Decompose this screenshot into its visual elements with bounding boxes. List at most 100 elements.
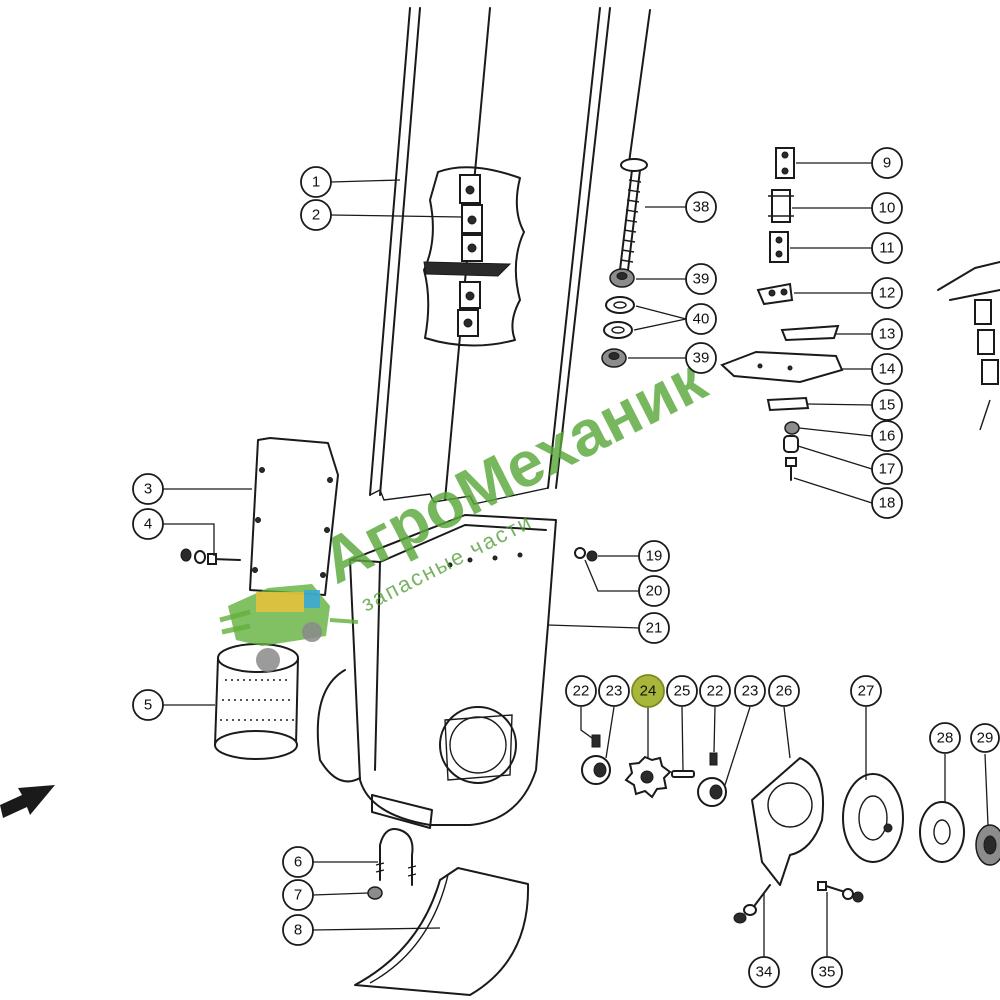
callout-29-label: 29 [977, 730, 994, 747]
callout-20: 20 [638, 575, 670, 607]
u-bolt [375, 828, 417, 886]
bolt-18 [785, 457, 797, 481]
callout-40-label: 40 [693, 311, 710, 328]
callout-13: 13 [871, 318, 903, 350]
callout-39a: 39 [685, 263, 717, 295]
callout-13-label: 13 [879, 326, 896, 343]
callout-22a-label: 22 [573, 683, 590, 700]
sprocket [624, 755, 672, 799]
callout-5: 5 [132, 689, 164, 721]
watermark-logo [219, 584, 359, 672]
callout-26: 26 [768, 675, 800, 707]
callout-16: 16 [871, 420, 903, 452]
chain-link-9 [775, 147, 795, 179]
callout-28: 28 [929, 722, 961, 754]
bolt-set-35 [817, 881, 864, 903]
direction-arrow-icon [0, 785, 55, 818]
bearing-23b [697, 777, 727, 807]
callout-14-label: 14 [879, 361, 896, 378]
bolt-set-34 [733, 884, 771, 924]
callout-1: 1 [300, 166, 332, 198]
grub-screw-22a [591, 734, 601, 748]
callout-38: 38 [685, 191, 717, 223]
callout-12: 12 [871, 277, 903, 309]
callout-1-label: 1 [312, 174, 320, 191]
elevator-chain-cutaway [423, 166, 525, 347]
callouts: 1 2 3 4 5 6 7 8 9 10 11 12 13 14 15 16 1… [132, 147, 1000, 988]
callout-21: 21 [638, 612, 670, 644]
bottom-tray [354, 867, 530, 996]
leader-lines [163, 162, 989, 957]
tension-rod [619, 9, 651, 271]
callout-24-label: 24 [640, 683, 657, 700]
callout-3-label: 3 [144, 481, 152, 498]
gasket-28 [919, 801, 965, 863]
callout-39a-label: 39 [693, 271, 710, 288]
callout-19: 19 [638, 540, 670, 572]
callout-17-label: 17 [879, 461, 896, 478]
callout-9-label: 9 [883, 155, 891, 172]
callout-25: 25 [666, 675, 698, 707]
callout-8: 8 [282, 914, 314, 946]
callout-4-label: 4 [144, 516, 152, 533]
callout-35-label: 35 [819, 964, 836, 981]
callout-10-label: 10 [879, 200, 896, 217]
callout-7-label: 7 [294, 887, 302, 904]
callout-14: 14 [871, 353, 903, 385]
callout-6-label: 6 [294, 854, 302, 871]
key-25 [671, 770, 695, 778]
callout-27-label: 27 [858, 683, 875, 700]
callout-19-label: 19 [646, 548, 663, 565]
callout-18: 18 [871, 487, 903, 519]
washer-lower [603, 321, 633, 339]
callout-29: 29 [970, 723, 1000, 753]
nut-upper [609, 268, 635, 288]
callout-6: 6 [282, 846, 314, 878]
nut-7 [367, 886, 383, 900]
callout-23b: 23 [734, 675, 766, 707]
callout-16-label: 16 [879, 428, 896, 445]
callout-23a: 23 [598, 675, 630, 707]
bolt-washer-19-20 [574, 547, 598, 562]
callout-38-label: 38 [693, 199, 710, 216]
flange-27 [842, 773, 904, 863]
chain-link-10 [768, 189, 794, 223]
conveyor-chain-edge [937, 261, 1000, 431]
callout-26-label: 26 [776, 683, 793, 700]
grub-screw-22b [709, 752, 718, 766]
callout-24: 24 [631, 674, 665, 708]
nut-16 [784, 421, 800, 435]
callout-34-label: 34 [756, 964, 773, 981]
callout-3: 3 [132, 473, 164, 505]
callout-5-label: 5 [144, 697, 152, 714]
plate-15 [766, 396, 810, 412]
paddle-13 [780, 324, 840, 342]
callout-8-label: 8 [294, 922, 302, 939]
callout-15: 15 [871, 389, 903, 421]
callout-2-label: 2 [312, 207, 320, 224]
callout-17: 17 [871, 453, 903, 485]
callout-25-label: 25 [674, 683, 691, 700]
bolt-nut-4 [180, 548, 241, 565]
cover-plate [249, 437, 339, 596]
callout-9: 9 [871, 147, 903, 179]
callout-20-label: 20 [646, 583, 663, 600]
callout-7: 7 [282, 879, 314, 911]
callout-15-label: 15 [879, 397, 896, 414]
callout-11: 11 [871, 232, 903, 264]
callout-23a-label: 23 [606, 683, 623, 700]
callout-40: 40 [685, 303, 717, 335]
nut-lower [601, 348, 627, 368]
callout-18-label: 18 [879, 495, 896, 512]
callout-35: 35 [811, 956, 843, 988]
boot-housing [316, 514, 557, 829]
washer-upper [605, 296, 635, 314]
paddle-14 [720, 350, 844, 384]
callout-28-label: 28 [937, 730, 954, 747]
callout-23b-label: 23 [742, 683, 759, 700]
callout-22b: 22 [699, 675, 731, 707]
callout-11-label: 11 [879, 240, 895, 257]
callout-21-label: 21 [646, 620, 663, 637]
callout-12-label: 12 [879, 285, 896, 302]
